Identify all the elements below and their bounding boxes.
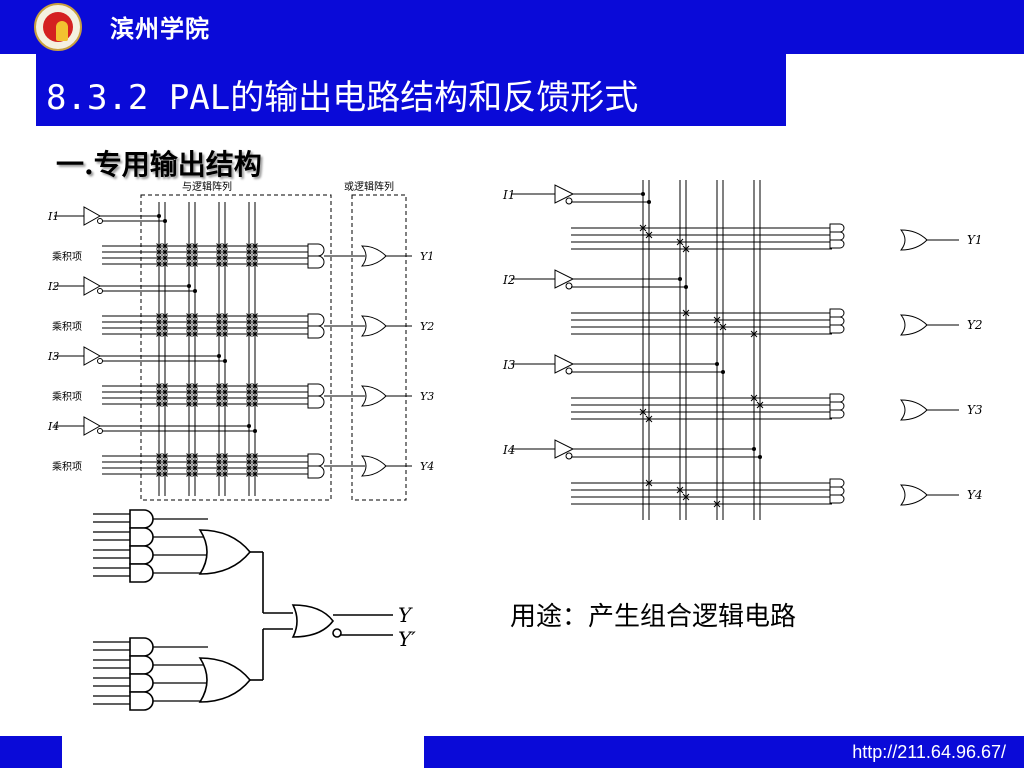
product-term-label: 乘积项 (52, 251, 82, 263)
footer-url: http://211.64.96.67/ (852, 742, 1006, 762)
title-box: 8.3.2 PAL的输出电路结构和反馈形式 (36, 54, 786, 126)
right-output-label: Y3 (967, 403, 983, 417)
left-output-label: Y1 (420, 250, 434, 263)
footer-bar: http://211.64.96.67/ (424, 736, 1024, 768)
right-output-label: Y4 (967, 488, 983, 502)
page-title: 8.3.2 PAL的输出电路结构和反馈形式 (46, 78, 639, 118)
product-term-label: 乘积项 (52, 391, 82, 403)
right-output-label: Y1 (967, 233, 983, 247)
right-input-label: I2 (502, 273, 515, 287)
left-input-label: I1 (47, 210, 59, 223)
and-or-nor-gate-diagram: Y Y′ (93, 509, 416, 711)
usage-text: 用途：产生组合逻辑电路 (510, 602, 797, 632)
and-array-label: 与逻辑阵列 (182, 180, 232, 193)
or-array-label: 或逻辑阵列 (344, 180, 394, 193)
right-input-label: I1 (502, 188, 515, 202)
right-input-label: I4 (502, 443, 515, 457)
school-name: 滨州学院 (110, 15, 210, 43)
left-input-label: I2 (47, 280, 59, 293)
left-output-label: Y3 (420, 390, 434, 403)
school-logo-icon (34, 3, 82, 51)
product-term-label: 乘积项 (52, 321, 82, 333)
right-output-label: Y2 (967, 318, 983, 332)
left-input-label: I3 (47, 350, 59, 363)
section-subtitle: 一.专用输出结构 (56, 148, 262, 181)
product-term-label: 乘积项 (52, 461, 82, 473)
left-input-label: I4 (47, 420, 59, 433)
left-output-label: Y2 (420, 320, 434, 333)
left-output-label: Y4 (420, 460, 434, 473)
right-input-label: I3 (502, 358, 516, 372)
header-bar: 滨州学院 (0, 0, 1024, 54)
output-ybar-label: Y′ (398, 627, 416, 651)
footer-bar-left (0, 736, 62, 768)
output-y-label: Y (398, 603, 413, 627)
